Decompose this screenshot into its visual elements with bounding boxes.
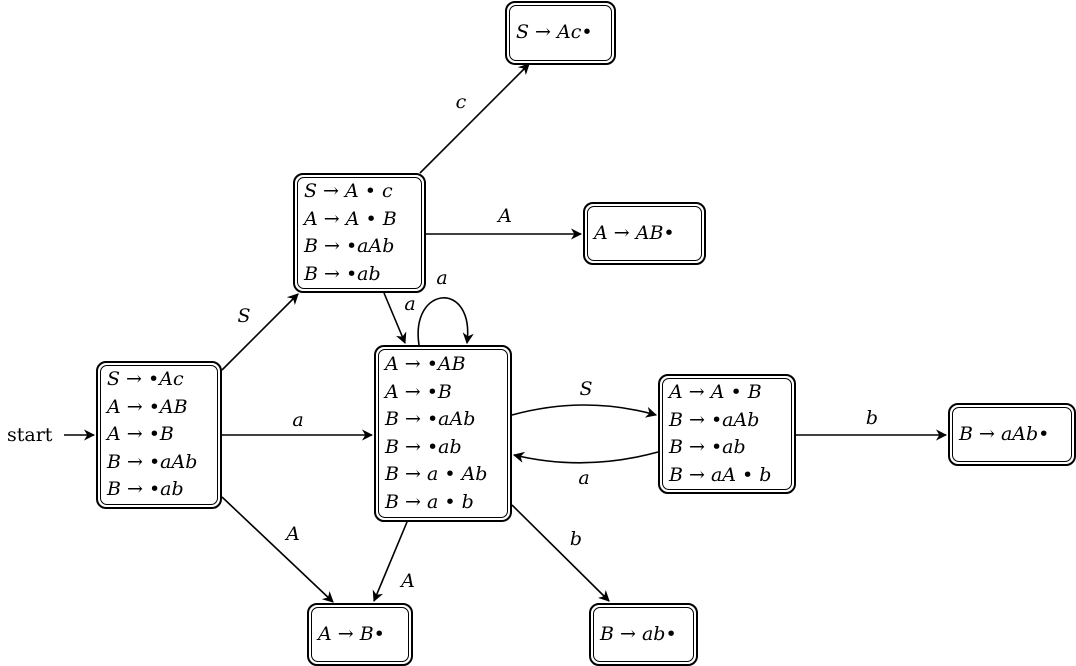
transition-i1-i2 xyxy=(419,63,530,174)
transition-label: A xyxy=(286,523,300,545)
lr-item: B → a • Ab xyxy=(385,463,488,485)
transition-label: a xyxy=(578,467,590,489)
transition-label: b xyxy=(865,407,879,429)
transition-label: S xyxy=(579,378,593,400)
lr-item: S → A • c xyxy=(304,180,393,202)
transition-label: b xyxy=(569,528,583,550)
state-border-inner: S → A • c A → A • B B → •aAb B → •ab xyxy=(297,177,422,289)
transition-i0-i7 xyxy=(221,496,334,603)
state-border-inner: A → •AB A → •B B → •aAb B → •ab B → a • Ab B … xyxy=(378,349,508,518)
lr-item: A → A • B xyxy=(669,381,762,403)
transition-i0-i1 xyxy=(221,293,299,371)
transition-label: S xyxy=(237,305,251,327)
state-border-inner: A → B• xyxy=(311,607,409,662)
lr-item: B → aA • b xyxy=(669,463,772,486)
transition-i1-i4 xyxy=(383,292,407,345)
transition-label: c xyxy=(455,91,467,113)
transition-i4-i5 xyxy=(511,404,658,418)
lr-item: B → aAb• xyxy=(959,422,1050,445)
lr-item: B → a • b xyxy=(385,490,474,513)
transition-i4-i7 xyxy=(372,521,408,603)
transition-label: A xyxy=(401,570,415,592)
start-label: start xyxy=(7,424,53,446)
lr-item: B → •aAb xyxy=(107,450,198,473)
lr-item: S → Ac• xyxy=(516,21,593,44)
transition-i4-i4 xyxy=(417,297,474,346)
state-border-inner: S → •Ac A → •AB A → •B B → •aAb B → •ab xyxy=(100,365,218,505)
lr-item: B → •aAb xyxy=(385,408,476,430)
transition-i5-i4 xyxy=(512,451,659,464)
lr-item: S → •Ac xyxy=(107,368,184,391)
state-i2: S → Ac• xyxy=(505,1,616,65)
lr-item: A → •AB xyxy=(107,395,188,418)
lr-item: B → •aAb xyxy=(669,408,760,431)
lr-item: A → •AB xyxy=(385,353,466,375)
transition-label: a xyxy=(292,409,304,431)
lr-item: B → ab• xyxy=(600,622,677,645)
state-border-inner: B → ab• xyxy=(593,607,694,662)
state-border-inner: A → AB• xyxy=(587,206,702,261)
state-border-inner: S → Ac• xyxy=(509,5,612,61)
transition-label: a xyxy=(404,293,416,315)
state-border-inner: B → aAb• xyxy=(952,407,1072,462)
lr-item: B → •aAb xyxy=(304,235,395,257)
lr-item: A → A • B xyxy=(304,207,397,230)
state-i4: A → •AB A → •B B → •aAb B → •ab B → a • Ab B … xyxy=(374,345,512,522)
state-i7: A → B• xyxy=(307,603,413,666)
state-border-inner: A → A • B B → •aAb B → •ab B → aA • b xyxy=(662,378,792,490)
state-i6: B → aAb• xyxy=(948,403,1076,466)
lr-item: A → •B xyxy=(107,423,174,446)
transition-i4-i8 xyxy=(511,504,610,602)
lr-item: B → •ab xyxy=(107,478,184,501)
lr-item: B → •ab xyxy=(385,435,462,458)
transition-label: a xyxy=(436,267,448,289)
state-i1: S → A • c A → A • B B → •aAb B → •ab xyxy=(293,173,426,293)
state-i5: A → A • B B → •aAb B → •ab B → aA • b xyxy=(658,374,796,494)
state-i3: A → AB• xyxy=(583,202,706,265)
state-i0: S → •Ac A → •AB A → •B B → •aAb B → •ab xyxy=(96,361,222,509)
lr-item: B → •ab xyxy=(669,436,746,458)
state-i8: B → ab• xyxy=(589,603,698,666)
lr-item: A → •B xyxy=(385,380,452,403)
lr-item: A → AB• xyxy=(594,221,675,244)
transition-label: A xyxy=(498,205,512,227)
lr-item: B → •ab xyxy=(304,262,381,285)
lr-item: A → B• xyxy=(318,622,385,645)
